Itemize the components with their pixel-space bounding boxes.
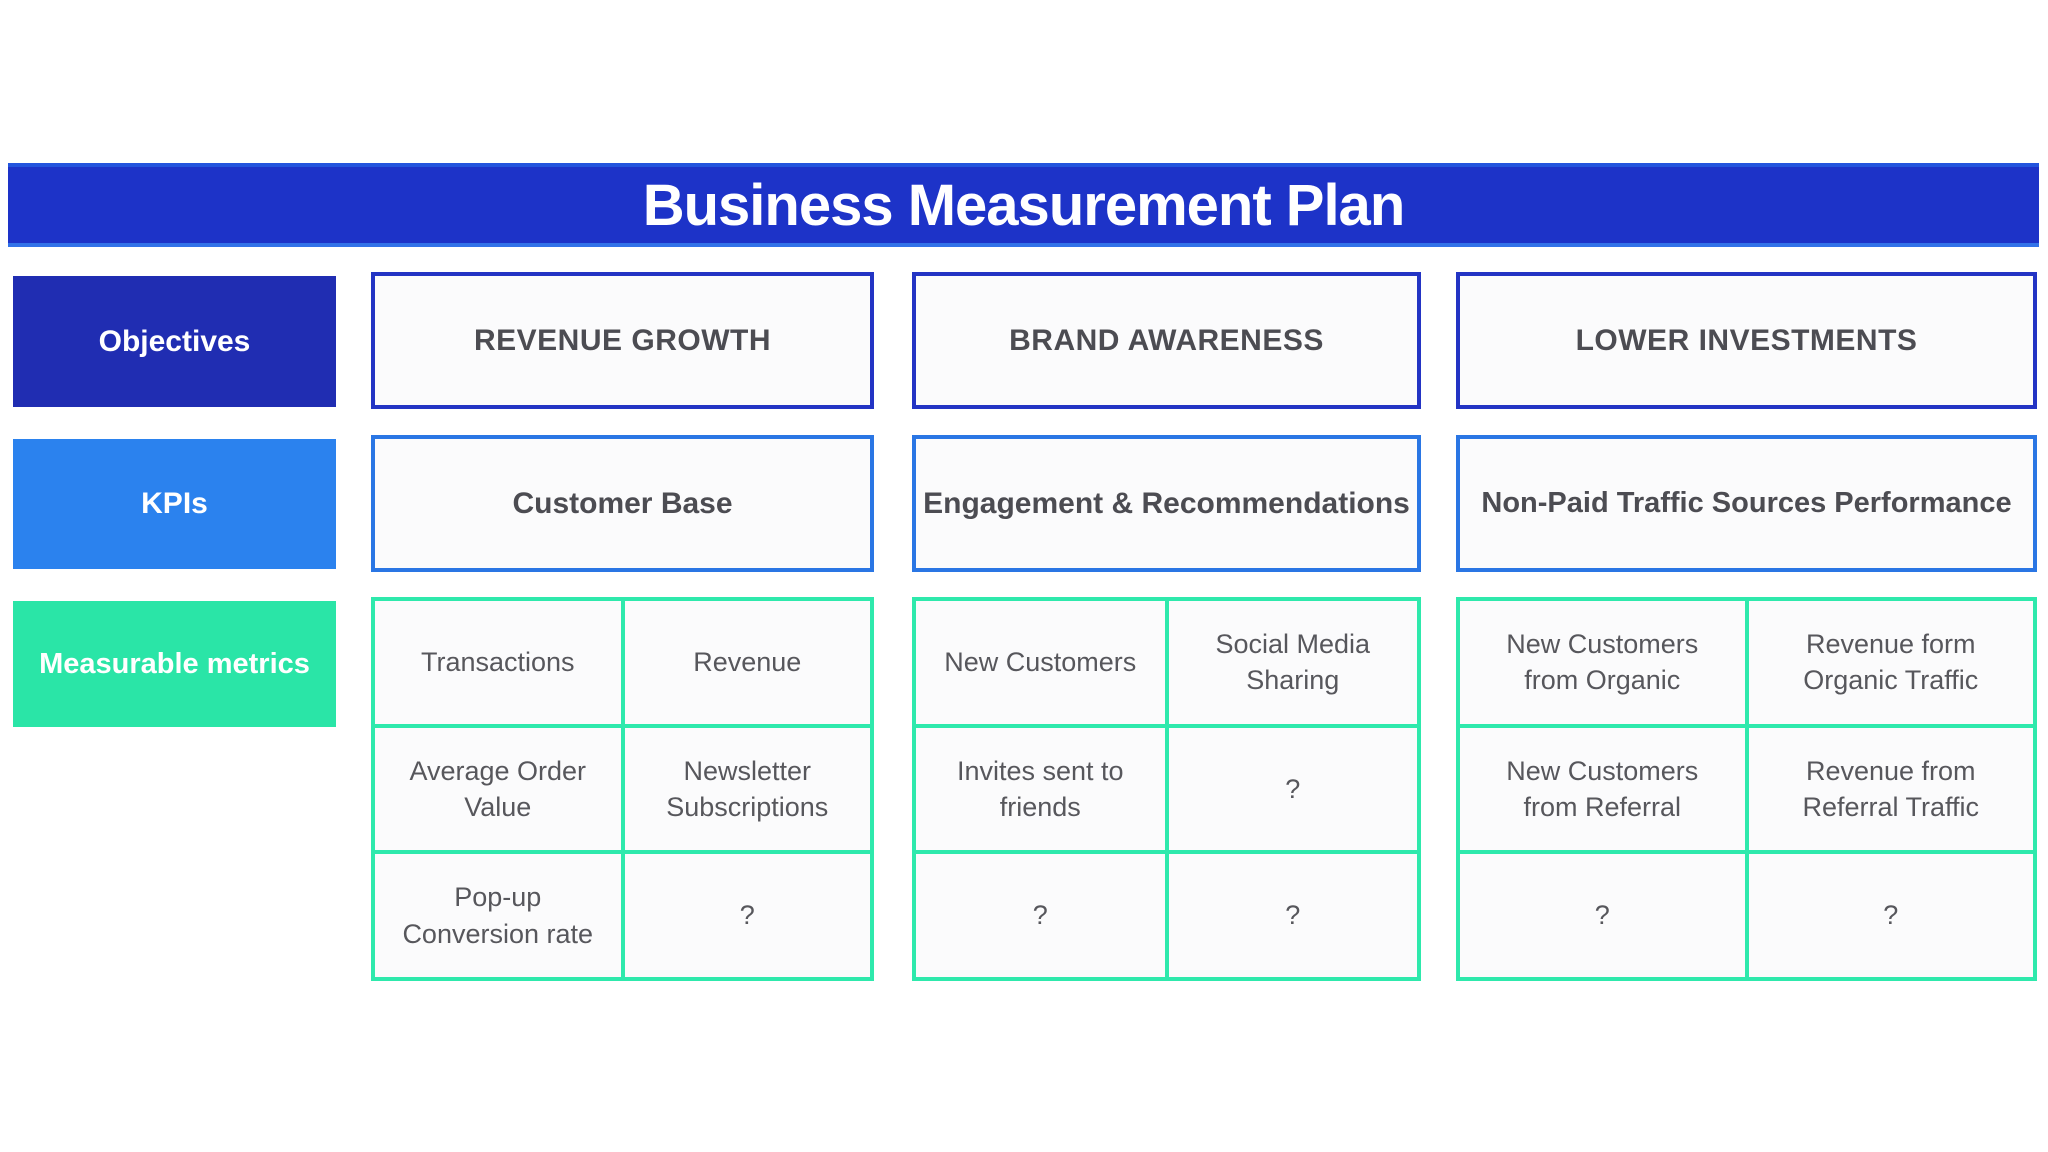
metric-cell: Average Order Value: [375, 727, 621, 851]
title-bar: Business Measurement Plan: [8, 163, 2039, 247]
row-label-objectives-text: Objectives: [98, 324, 251, 358]
row-label-kpis: KPIs: [13, 439, 336, 569]
metric-cell: Pop-up Conversion rate: [375, 854, 621, 977]
metric-cell: ?: [1748, 854, 2033, 977]
page-title: Business Measurement Plan: [642, 172, 1406, 238]
metric-cell: ?: [1168, 727, 1417, 851]
objective-text: REVENUE GROWTH: [473, 323, 771, 357]
metric-cell: New Customers from Referral: [1460, 727, 1745, 851]
metric-cell: New Customers from Organic: [1460, 601, 1745, 724]
kpi-text: Customer Base: [512, 486, 733, 520]
metric-cell: Revenue: [624, 601, 870, 724]
metric-cell: ?: [1460, 854, 1745, 977]
metric-cell: Social Media Sharing: [1168, 601, 1417, 724]
objective-text: LOWER INVESTMENTS: [1575, 323, 1918, 357]
metric-cell: Invites sent to friends: [916, 727, 1165, 851]
metrics-grid-brand-awareness: New Customers Social Media Sharing Invit…: [912, 597, 1421, 981]
metric-cell: Revenue form Organic Traffic: [1748, 601, 2033, 724]
metric-cell: ?: [916, 854, 1165, 977]
objective-box-brand-awareness: BRAND AWARENESS: [912, 272, 1421, 409]
kpi-text: Non-Paid Traffic Sources Performance: [1481, 487, 2012, 519]
metric-cell: ?: [624, 854, 870, 977]
objective-text: BRAND AWARENESS: [1009, 323, 1324, 357]
row-label-kpis-text: KPIs: [141, 487, 208, 520]
metric-cell: New Customers: [916, 601, 1165, 724]
row-label-measurable-metrics-text: Measurable metrics: [39, 647, 310, 680]
metrics-grid-revenue-growth: Transactions Revenue Average Order Value…: [371, 597, 874, 981]
kpi-box-non-paid-traffic: Non-Paid Traffic Sources Performance: [1456, 435, 2037, 572]
objective-box-revenue-growth: REVENUE GROWTH: [371, 272, 874, 409]
row-label-measurable-metrics: Measurable metrics: [13, 601, 336, 727]
metrics-grid-lower-investments: New Customers from Organic Revenue form …: [1456, 597, 2037, 981]
metric-cell: ?: [1168, 854, 1417, 977]
row-label-objectives: Objectives: [13, 276, 336, 407]
metric-cell: Revenue from Referral Traffic: [1748, 727, 2033, 851]
kpi-box-engagement-recommendations: Engagement & Recommendations: [912, 435, 1421, 572]
metric-cell: Transactions: [375, 601, 621, 724]
objective-box-lower-investments: LOWER INVESTMENTS: [1456, 272, 2037, 409]
kpi-text: Engagement & Recommendations: [923, 486, 1410, 520]
kpi-box-customer-base: Customer Base: [371, 435, 874, 572]
metric-cell: Newsletter Subscriptions: [624, 727, 870, 851]
